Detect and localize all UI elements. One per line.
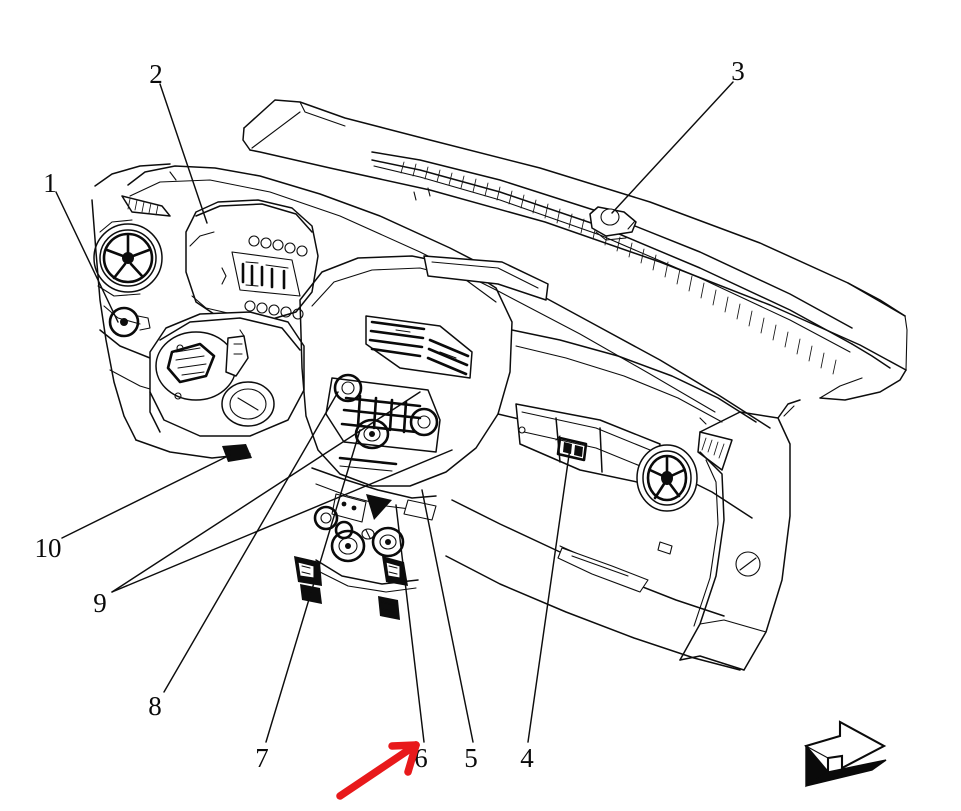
vent-fins [105, 234, 151, 280]
callout-label-2: 2 [149, 59, 163, 89]
leader-line-6 [395, 504, 425, 743]
red-highlight-arrow [336, 741, 420, 800]
center-vent-right-louvers [426, 338, 470, 376]
leader-line-2 [159, 83, 208, 224]
callout-label-3: 3 [731, 56, 745, 86]
right-dash-edge [819, 282, 906, 399]
passenger-hvac-module [515, 403, 661, 487]
leader-line-3 [611, 81, 734, 214]
vehicle-front-direction-arrow [804, 720, 887, 788]
cluster-telltales-top [248, 235, 308, 257]
left-outer-air-vent [93, 219, 163, 297]
center-vent-left-louvers [368, 320, 426, 358]
passenger-outer-air-vent [636, 444, 698, 512]
callout-label-9: 9 [93, 588, 107, 618]
center-stack-bezel [299, 255, 513, 487]
callout-label-8: 8 [148, 691, 162, 721]
callout-label-10: 10 [35, 533, 62, 563]
radio-control-assembly [325, 373, 441, 472]
center-display-cubby [423, 255, 549, 301]
sunload-sensor [589, 206, 637, 241]
instrument-panel-artwork [91, 99, 908, 671]
headlamp-switch-knob [108, 306, 151, 338]
lower-switch-cluster [311, 467, 437, 593]
leader-line-1 [55, 191, 119, 323]
instrument-cluster [185, 199, 319, 323]
lower-console-connectors [294, 556, 408, 620]
center-air-outlets [365, 315, 473, 379]
cluster-display-segments [241, 262, 286, 290]
callout-labels: 1 2 3 4 5 6 7 8 9 10 [35, 56, 745, 773]
radio-preset-buttons [340, 394, 422, 434]
leader-line-4 [527, 447, 571, 743]
detail-ticks [169, 171, 707, 441]
callout-leader-lines [55, 81, 734, 743]
callout-label-1: 1 [43, 168, 57, 198]
leader-line-10 [61, 454, 231, 539]
leader-line-7 [265, 429, 361, 743]
cluster-telltales-bottom [244, 300, 304, 320]
callout-label-4: 4 [520, 743, 534, 773]
dash-upper-surface [127, 165, 771, 429]
callout-label-7: 7 [255, 743, 269, 773]
right-end-cap-panel [679, 399, 801, 671]
steering-column-assembly [149, 311, 305, 462]
windshield-cowl [242, 99, 908, 401]
passenger-dash-louver [697, 431, 733, 471]
defroster-grille-hatching [400, 161, 837, 375]
callout-label-5: 5 [464, 743, 478, 773]
glove-box-door [445, 499, 741, 671]
leader-line-8 [163, 391, 339, 693]
left-dash-louver [121, 195, 171, 217]
leader-line-9b [111, 449, 453, 593]
leader-line-9a [111, 391, 421, 593]
leader-line-5 [421, 489, 474, 743]
